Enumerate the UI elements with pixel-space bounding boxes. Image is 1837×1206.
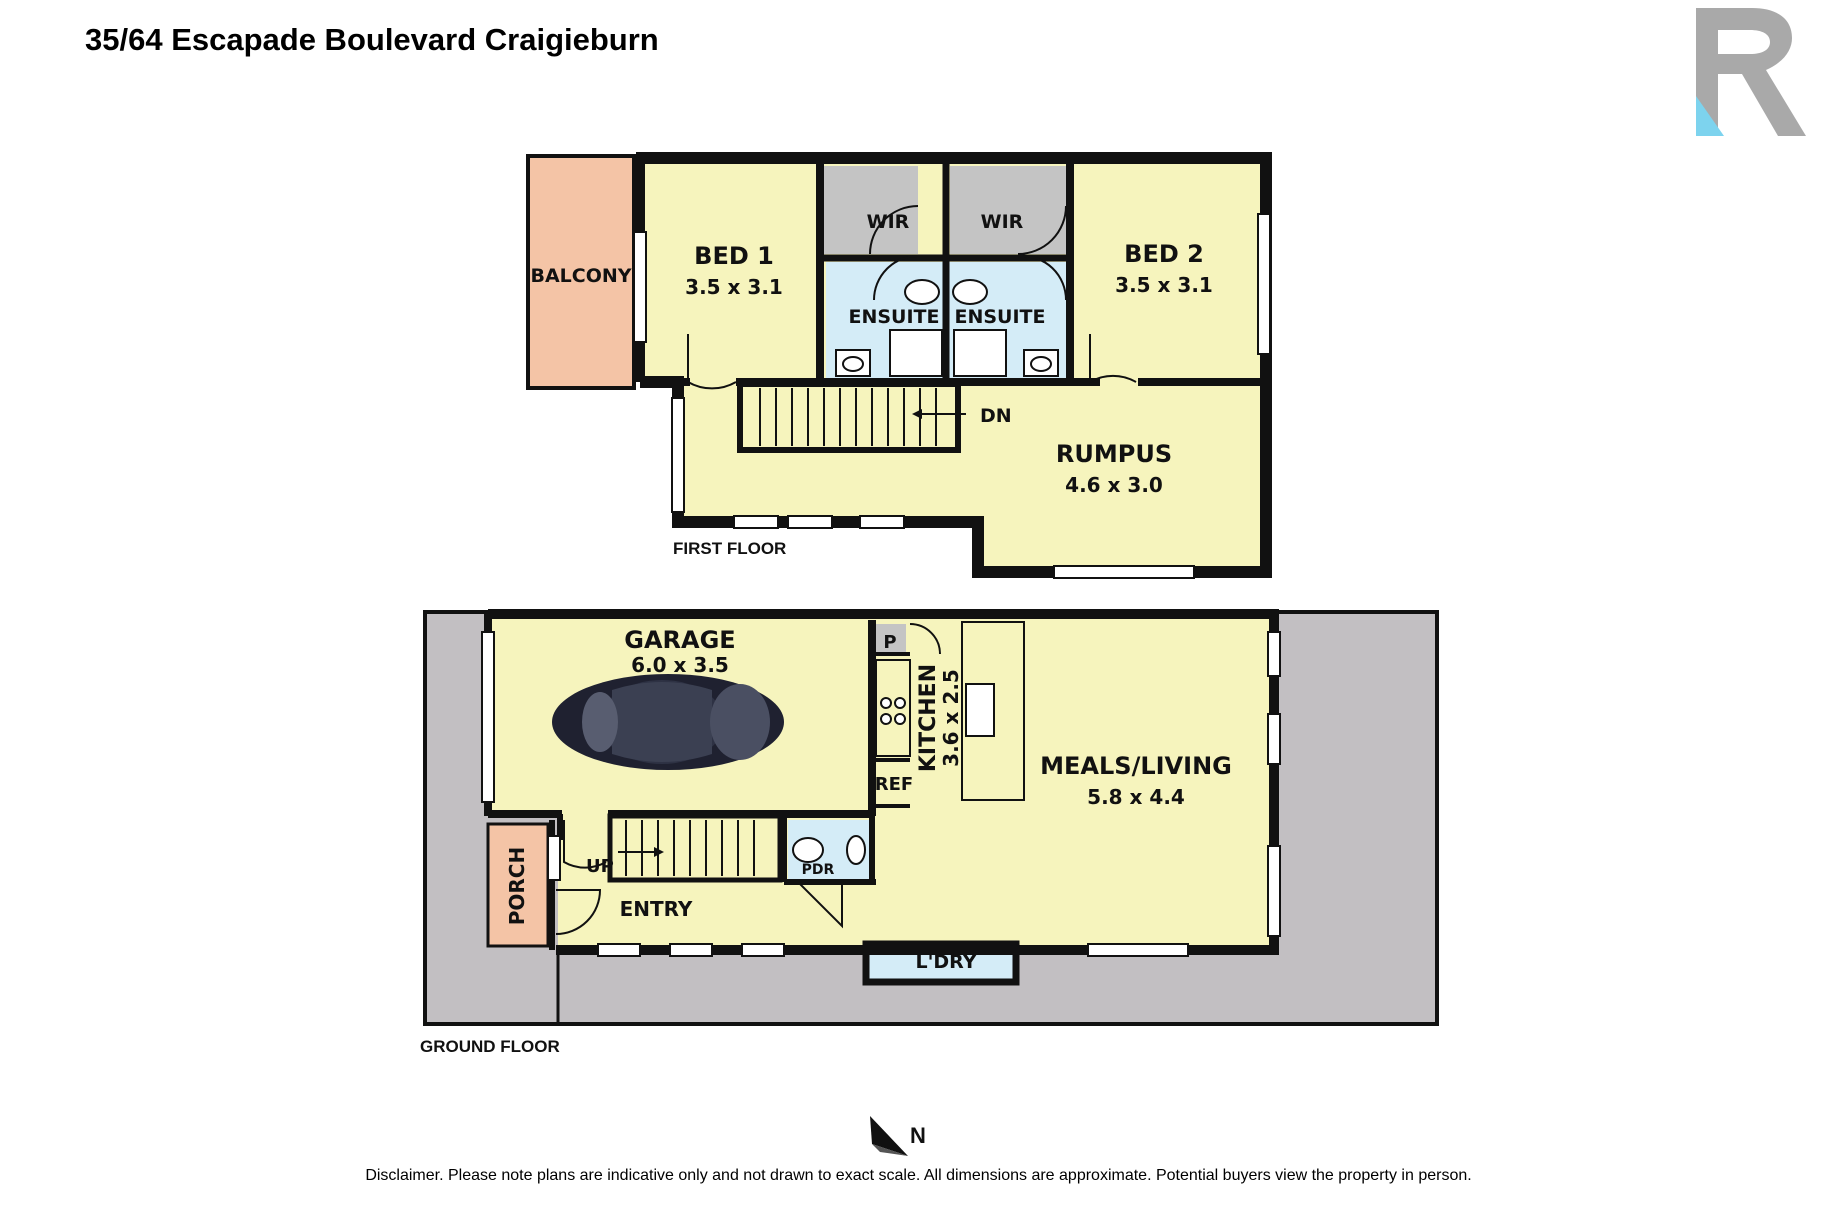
ground-floor-plan xyxy=(423,609,1439,1026)
wir-right-room xyxy=(950,166,1066,254)
wir-left-room xyxy=(820,166,918,254)
pantry-label: P xyxy=(883,632,896,653)
balcony-label: BALCONY xyxy=(530,265,631,287)
compass-letter: N xyxy=(910,1123,926,1148)
meals-living-label: MEALS/LIVING xyxy=(1040,752,1232,780)
page-title: 35/64 Escapade Boulevard Craigieburn xyxy=(85,22,659,57)
pantry-room xyxy=(876,624,906,654)
ground-floor-label: GROUND FLOOR xyxy=(420,1037,560,1056)
wir-right-label: WIR xyxy=(981,211,1024,233)
bed1-dims: 3.5 x 3.1 xyxy=(685,275,783,299)
ensuite-right-label: ENSUITE xyxy=(954,306,1045,328)
laundry-label: L'DRY xyxy=(915,951,976,973)
wir-left-label: WIR xyxy=(867,211,910,233)
ref-label: REF xyxy=(875,774,913,795)
north-arrow-icon: N xyxy=(870,1116,926,1156)
porch-label: PORCH xyxy=(505,847,529,925)
porch-room xyxy=(486,822,550,948)
bed2-label: BED 2 xyxy=(1124,240,1204,268)
entry-label: ENTRY xyxy=(620,897,693,921)
rumpus-dims: 4.6 x 3.0 xyxy=(1065,473,1163,497)
stair-down-label: DN xyxy=(980,405,1012,427)
car-icon xyxy=(552,674,784,770)
kitchen-dims: 3.6 x 2.5 xyxy=(939,669,963,767)
pdr-label: PDR xyxy=(802,862,835,878)
meals-living-dims: 5.8 x 4.4 xyxy=(1087,785,1185,809)
balcony-room xyxy=(526,154,636,390)
ensuite-left-label: ENSUITE xyxy=(848,306,939,328)
bed1-label: BED 1 xyxy=(694,242,774,270)
disclaimer-text: Disclaimer. Please note plans are indica… xyxy=(365,1167,1472,1184)
bed2-dims: 3.5 x 3.1 xyxy=(1115,273,1213,297)
first-floor-label: FIRST FLOOR xyxy=(673,539,786,558)
garage-dims: 6.0 x 3.5 xyxy=(631,653,729,677)
agency-r-logo xyxy=(1696,8,1806,136)
garage-label: GARAGE xyxy=(624,626,735,654)
stair-up-label: UP xyxy=(586,856,614,877)
kitchen-label: KITCHEN xyxy=(916,664,941,772)
rumpus-label: RUMPUS xyxy=(1056,440,1172,468)
first-floor-plan xyxy=(526,152,1272,579)
